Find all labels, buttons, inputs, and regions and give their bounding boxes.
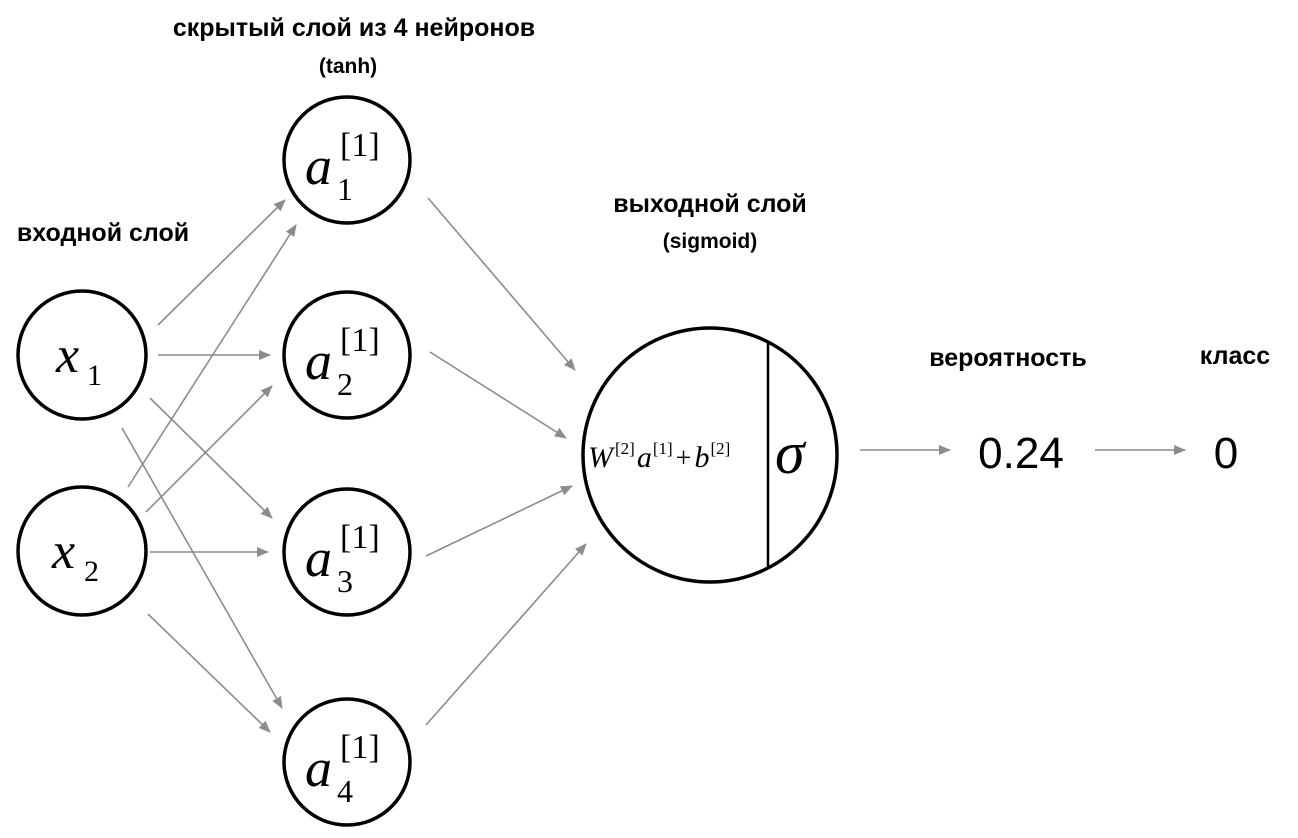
edge-x2-a1 [127,224,297,488]
input-layer-title: входной слой [17,219,189,247]
formula-b: b [694,441,709,474]
input-to-hidden-connections [121,199,297,733]
node-subscript: 2 [84,555,99,588]
edge-a4-out [425,543,587,726]
output-layer-title: выходной слой [613,190,807,218]
hidden-node-circle [282,95,412,225]
formula-w: W [588,441,616,474]
node-variable: a [305,136,332,196]
hidden-layer-title: скрытый слой из 4 нейронов [173,14,535,42]
hidden-node-a1: a [1] 1 [282,95,412,225]
class-value: 0 [1214,429,1238,478]
edge-x1-a4 [121,427,283,709]
edge-x1-a3 [149,397,273,519]
formula-a-superscript: [1] [653,439,673,458]
node-variable: a [305,331,332,391]
node-subscript: 4 [337,773,353,809]
formula-b-superscript: [2] [710,439,730,458]
sigma-symbol: σ [775,420,807,486]
node-subscript: 1 [87,359,102,392]
node-superscript: [1] [340,127,380,164]
hidden-layer-activation: (tanh) [319,55,377,78]
class-label: класс [1200,342,1271,370]
probability-value: 0.24 [978,429,1064,478]
formula-w-superscript: [2] [615,439,635,458]
hidden-node-circle [282,697,412,827]
input-node-x1: x 1 [16,289,148,421]
hidden-node-circle [282,290,412,420]
formula-a: a [637,441,652,474]
edge-a2-out [429,351,567,439]
node-variable: x [55,327,79,384]
hidden-node-circle [282,487,412,617]
output-node-circle [581,326,839,584]
node-subscript: 3 [337,563,353,599]
node-superscript: [1] [340,729,380,766]
node-subscript: 1 [337,171,353,207]
node-superscript: [1] [340,322,380,359]
edge-x1-a1 [157,199,286,326]
input-node-circle [16,485,148,617]
hidden-to-output-connections [425,197,587,726]
edge-a3-out [425,485,573,557]
output-layer-activation: (sigmoid) [663,230,758,253]
hidden-node-a3: a [1] 3 [282,487,412,617]
node-subscript: 2 [337,366,353,402]
formula-plus: + [676,443,692,474]
input-node-circle [16,289,148,421]
edge-x2-a2 [145,385,273,513]
node-superscript: [1] [340,519,380,556]
hidden-node-a4: a [1] 4 [282,697,412,827]
input-node-x2: x 2 [16,485,148,617]
edge-x2-a4 [147,613,271,733]
node-variable: x [51,523,75,580]
probability-label: вероятность [929,344,1087,372]
edge-a1-out [427,197,576,371]
output-node: W[2]a[1]+b[2] σ [581,326,839,584]
hidden-node-a2: a [1] 2 [282,290,412,420]
node-variable: a [305,528,332,588]
linear-formula: W[2]a[1]+b[2] [588,439,730,474]
node-variable: a [305,738,332,798]
